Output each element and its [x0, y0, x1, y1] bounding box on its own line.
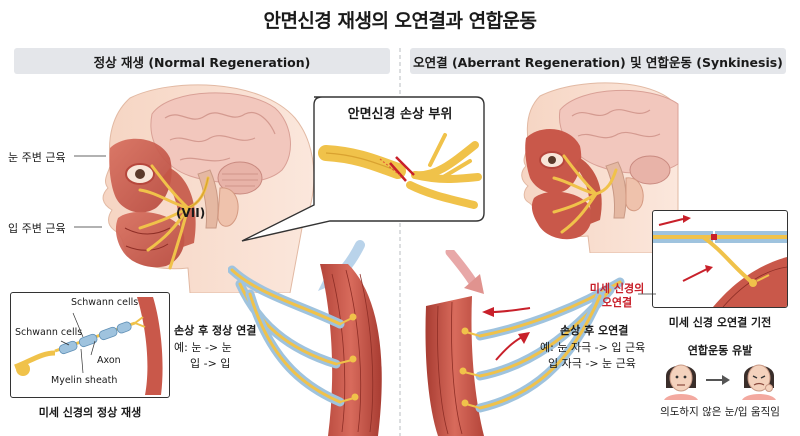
page-title: 안면신경 재생의 오연결과 연합운동: [263, 10, 537, 32]
eye-muscle-label: 눈 주변 근육: [8, 151, 66, 164]
schwann-cells-label-top: Schwann cells: [71, 297, 139, 308]
right-result-example-1: 예: 눈 자극 -> 입 근육: [540, 341, 646, 354]
section-header-normal: 정상 재생 (Normal Regeneration): [14, 48, 390, 74]
label-leader-lines: [74, 155, 106, 228]
microscopic-nerve-diagram: [14, 297, 163, 395]
facial-nerve-label: (VII): [176, 206, 206, 220]
synkinesis-title: 연합운동 유발: [687, 344, 753, 357]
left-head-illustration: [102, 84, 315, 293]
myelin-sheath-label: Myelin sheath: [51, 375, 118, 386]
injury-callout-title: 안면신경 손상 부위: [347, 107, 453, 122]
left-result-example-2: 입 -> 입: [190, 357, 231, 370]
misconnection-label: 미세 신경의 오연결: [584, 282, 650, 310]
synkinesis-faces: [664, 364, 776, 400]
right-result-example-2: 입 자극 -> 눈 근육: [548, 357, 636, 370]
section-header-aberrant: 오연결 (Aberrant Regeneration) 및 연합운동 (Synk…: [410, 48, 786, 74]
misconnection-label-line1: 미세 신경의: [589, 282, 645, 295]
mechanism-diagram: [653, 215, 787, 307]
misconnection-label-line2: 오연결: [601, 296, 633, 309]
misconnection-mechanism-inset: [652, 210, 788, 308]
axon-label: Axon: [97, 355, 121, 366]
right-result-title: 손상 후 오연결: [560, 324, 629, 337]
left-result-title: 손상 후 정상 연결: [174, 324, 257, 337]
left-nerve-muscle-illustration: [228, 264, 382, 436]
normal-regeneration-inset: Schwann cells Schwann cells Axon Myelin …: [10, 292, 170, 398]
normal-regeneration-caption: 미세 신경의 정상 재생: [38, 406, 142, 419]
mechanism-caption: 미세 신경 오연결 기전: [668, 316, 772, 329]
synkinesis-caption: 의도하지 않은 눈/입 움직임: [660, 406, 780, 418]
arrow-right-icon: [706, 375, 730, 385]
right-pointer-arrows: [445, 250, 656, 295]
mouth-muscle-label: 입 주변 근육: [8, 222, 66, 235]
right-nerve-muscle-illustration: [425, 277, 625, 436]
schwann-cells-label-left: Schwann cells: [15, 327, 83, 338]
neutral-face-icon: [664, 364, 698, 400]
left-result-example-1: 예: 눈 -> 눈: [174, 341, 232, 354]
right-head-illustration: [521, 82, 679, 253]
grimacing-face-icon: [742, 364, 776, 400]
